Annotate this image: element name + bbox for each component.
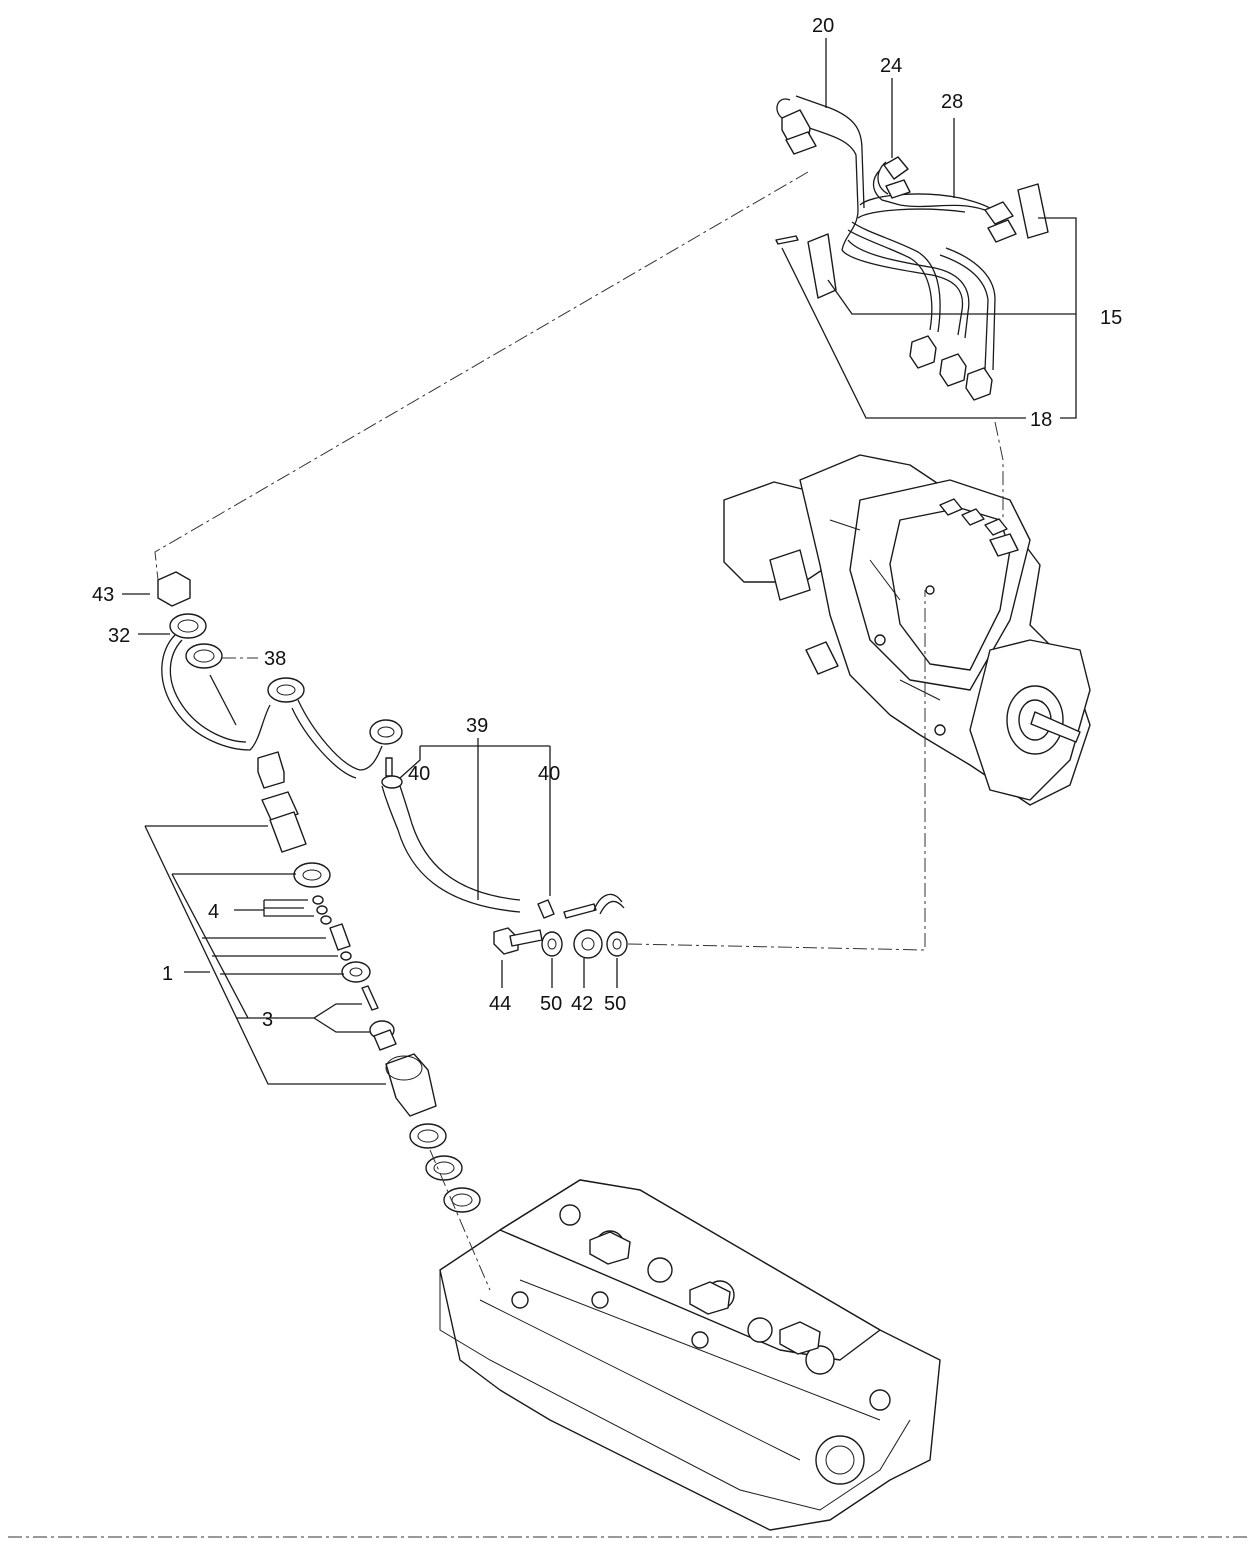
callout-24: 24 — [880, 55, 902, 77]
gasket-38 — [185, 643, 223, 669]
callout-3: 3 — [262, 1009, 273, 1031]
injection-pipe-assembly — [775, 95, 1049, 401]
callout-42: 42 — [571, 993, 593, 1015]
phantom-line-50 — [627, 590, 926, 951]
callout-50-left: 50 — [540, 993, 562, 1015]
callout-20: 20 — [812, 15, 834, 37]
callout-50-right: 50 — [604, 993, 626, 1015]
callouts: 20 24 28 15 18 43 32 38 39 40 40 4 1 3 4… — [92, 15, 1122, 1031]
callout-39: 39 — [466, 715, 488, 737]
callout-18: 18 — [1030, 409, 1052, 431]
clamp-plate — [807, 233, 837, 299]
leak-off-pipe-assembly — [157, 571, 403, 779]
callout-1: 1 — [162, 963, 173, 985]
callout-44: 44 — [489, 993, 511, 1015]
clamp-bolt — [775, 235, 799, 245]
callout-43: 43 — [92, 584, 114, 606]
phantom-lines — [8, 171, 1250, 1538]
nozzle-body — [385, 1053, 437, 1117]
callout-40-right: 40 — [538, 763, 560, 785]
leader-lines — [122, 38, 1077, 1085]
callout-4: 4 — [208, 901, 219, 923]
nut-43 — [157, 571, 191, 607]
phantom-line-pump — [994, 421, 1004, 520]
fuel-injection-pump — [723, 454, 1091, 806]
callout-38: 38 — [264, 648, 286, 670]
cylinder-head — [439, 1179, 941, 1531]
injector-nozzle-assembly — [257, 751, 481, 1213]
nozzle-holder-1 — [269, 811, 307, 853]
banjo-42 — [573, 929, 603, 959]
washer-50a — [541, 931, 563, 957]
return-hose-assembly — [381, 775, 628, 959]
clamp-plate-upper — [1017, 183, 1049, 239]
banjo-bolt-44 — [493, 927, 519, 955]
gasket-32 — [169, 613, 207, 639]
washer-50b — [606, 931, 628, 957]
callout-32: 32 — [108, 625, 130, 647]
callout-28: 28 — [941, 91, 963, 113]
callout-40-left: 40 — [408, 763, 430, 785]
phantom-line-43 — [154, 171, 809, 581]
callout-15: 15 — [1100, 307, 1122, 329]
